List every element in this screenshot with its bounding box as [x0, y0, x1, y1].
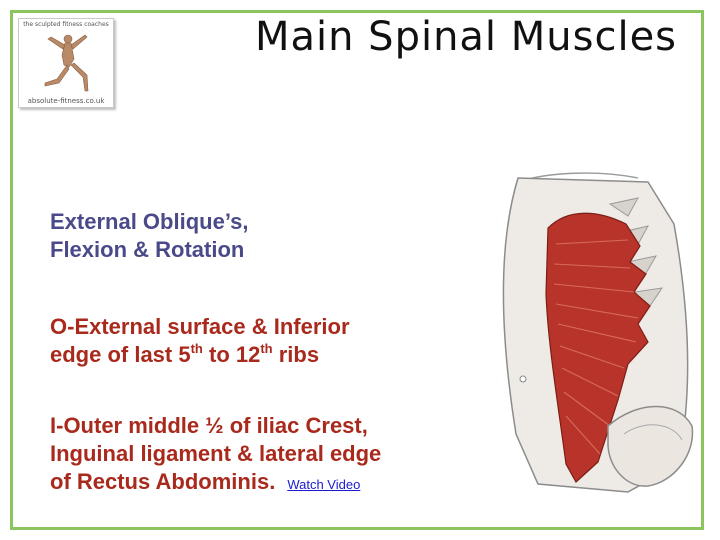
slide-frame	[10, 10, 704, 530]
muscle-heading: External Oblique’s, Flexion & Rotation	[50, 208, 248, 264]
external-oblique-muscle-illustration	[502, 172, 694, 493]
origin-line-2b: to 12	[202, 342, 261, 367]
insertion-line-1: I-Outer middle ½ of iliac Crest,	[50, 413, 368, 438]
slide-title: Main Spinal Muscles	[254, 14, 678, 60]
logo-bottom-text: absolute-fitness.co.uk	[27, 97, 105, 105]
watch-video-link[interactable]: Watch Video	[287, 477, 361, 492]
insertion-line-3-text: of Rectus Abdominis.	[50, 469, 276, 494]
origin-sup-2: th	[260, 341, 273, 356]
origin-line-2: edge of last 5th to 12th ribs	[50, 341, 350, 369]
origin-line-2a: edge of last 5	[50, 342, 191, 367]
origin-sup-1: th	[190, 341, 203, 356]
insertion-line-2: Inguinal ligament & lateral edge	[50, 441, 382, 466]
insertion-line-3: of Rectus Abdominis. Watch Video	[50, 468, 381, 499]
heading-line-1: External Oblique’s,	[50, 209, 249, 234]
origin-line-1: O-External surface & Inferior	[50, 314, 350, 339]
leaping-athlete-icon	[44, 34, 89, 92]
insertion-text: I-Outer middle ½ of iliac Crest, Inguina…	[50, 412, 381, 499]
origin-text: O-External surface & Inferior edge of la…	[50, 313, 350, 369]
logo-top-text: the sculpted fitness coaches	[23, 21, 109, 28]
origin-line-2c: ribs	[272, 342, 320, 367]
brand-logo: the sculpted fitness coaches absolute-fi…	[18, 18, 114, 108]
heading-line-2: Flexion & Rotation	[50, 237, 245, 262]
